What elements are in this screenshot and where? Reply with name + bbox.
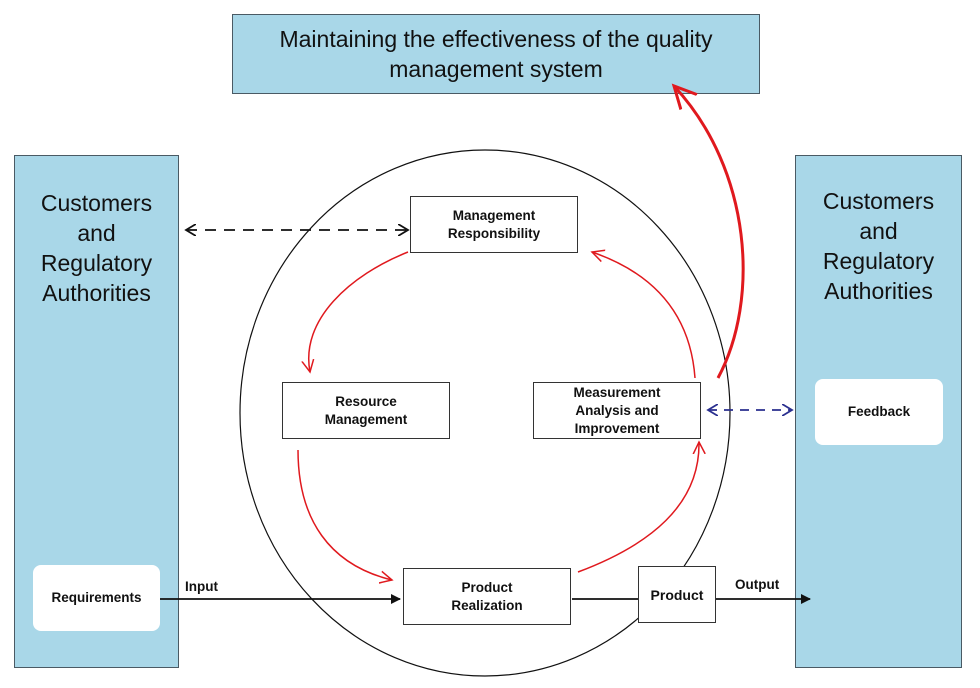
right-title-line: Regulatory [822,248,935,274]
resource-management-line: Resource [335,393,397,409]
management-responsibility-line: Responsibility [447,225,541,241]
red-arrow-to-top-box [674,86,745,379]
left-title-line: Authorities [42,280,151,306]
requirements-label: Requirements [51,590,142,605]
right-panel-title: Customers and Regulatory Authorities [796,186,961,306]
resource-management-box: Resource Management [282,382,450,439]
management-responsibility-line: Management [452,207,536,223]
right-title-line: Authorities [824,278,933,304]
left-title-line: Customers [40,190,153,216]
top-box-text: Maintaining the effectiveness of the qua… [279,26,713,82]
product-box: Product [638,566,716,623]
input-label: Input [185,579,218,594]
left-title-line: Regulatory [40,250,153,276]
red-arrow-realization-to-measurement [577,442,699,573]
output-label: Output [735,577,780,592]
measurement-analysis-improvement-box: Measurement Analysis and Improvement [533,382,701,439]
product-realization-line: Realization [451,597,523,613]
quality-management-title-box: Maintaining the effectiveness of the qua… [232,14,760,94]
resource-management-line: Management [324,411,408,427]
feedback-label: Feedback [847,404,911,419]
requirements-box: Requirements [33,565,160,631]
red-arrow-resource-to-realization [297,449,392,580]
feedback-box: Feedback [815,379,943,445]
red-arrow-management-to-resource [309,251,409,372]
product-realization-line: Product [461,579,513,595]
right-title-line: and [859,218,898,244]
product-realization-box: Product Realization [403,568,571,625]
red-arrow-measurement-to-management [592,252,696,379]
right-title-line: Customers [822,188,935,214]
measurement-line: Analysis and [575,402,659,418]
measurement-line: Improvement [574,420,660,436]
management-responsibility-box: Management Responsibility [410,196,578,253]
left-panel-title: Customers and Regulatory Authorities [15,188,178,308]
product-label: Product [650,586,704,603]
left-title-line: and [77,220,116,246]
measurement-line: Measurement [573,384,661,400]
